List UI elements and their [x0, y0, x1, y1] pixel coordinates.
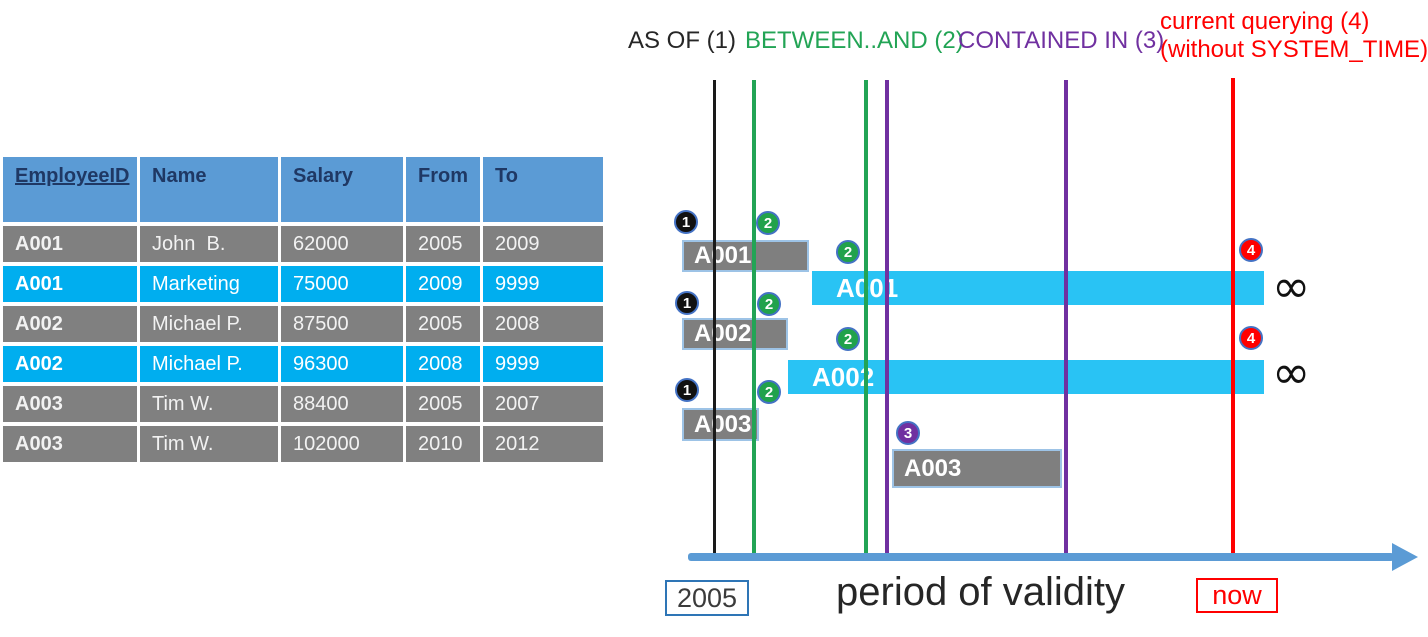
- badge-4-icon: 4: [1239, 238, 1263, 262]
- between-start-line: [752, 80, 756, 556]
- column-header-to: To: [483, 157, 603, 222]
- bar-a002-current: A002: [788, 360, 1264, 394]
- legend-as-of: AS OF (1): [628, 27, 737, 54]
- table-cell: 2008: [483, 306, 603, 342]
- legend-current-querying-line1: current querying (4): [1160, 8, 1370, 35]
- table-cell: 2005: [406, 386, 480, 422]
- badge-2-icon: 2: [757, 292, 781, 316]
- table-cell: John B.: [140, 226, 278, 262]
- legend-current-querying-line2: (without SYSTEM_TIME): [1160, 36, 1428, 63]
- table-cell: 96300: [281, 346, 403, 382]
- table-cell: A001: [3, 266, 137, 302]
- axis-label: period of validity: [836, 570, 1126, 614]
- column-header-name: Name: [140, 157, 278, 222]
- badge-3-icon: 3: [896, 421, 920, 445]
- table-cell: 9999: [483, 266, 603, 302]
- table-cell: 2009: [483, 226, 603, 262]
- column-header-employeeid: EmployeeID: [3, 157, 137, 222]
- legend-current-querying: current querying (4) (without SYSTEM_TIM…: [1160, 8, 1428, 64]
- year-2005-box: 2005: [665, 580, 749, 616]
- between-end-line: [864, 80, 868, 556]
- bar-a001-current: A001: [812, 271, 1264, 305]
- column-header-salary: Salary: [281, 157, 403, 222]
- contained-in-end-line: [1064, 80, 1068, 556]
- table-cell: Tim W.: [140, 426, 278, 462]
- table-cell: Marketing: [140, 266, 278, 302]
- bar-a003-history-2: A003: [892, 449, 1062, 488]
- table-cell: 88400: [281, 386, 403, 422]
- bar-a002-history: A002: [682, 318, 788, 350]
- badge-4-icon: 4: [1239, 326, 1263, 350]
- badge-1-icon: 1: [674, 210, 698, 234]
- table-cell: 2007: [483, 386, 603, 422]
- legend-contained-in: CONTAINED IN (3): [958, 27, 1165, 54]
- now-line: [1231, 78, 1235, 556]
- table-cell: A002: [3, 346, 137, 382]
- table-cell: 2009: [406, 266, 480, 302]
- table-cell: 2005: [406, 226, 480, 262]
- table-cell: A003: [3, 386, 137, 422]
- bar-a001-history: A001: [682, 240, 809, 272]
- badge-2-icon: 2: [756, 211, 780, 235]
- table-cell: 102000: [281, 426, 403, 462]
- table-cell: 2008: [406, 346, 480, 382]
- table-cell: 2010: [406, 426, 480, 462]
- table-cell: 75000: [281, 266, 403, 302]
- badge-1-icon: 1: [675, 291, 699, 315]
- column-header-from: From: [406, 157, 480, 222]
- table-cell: Michael P.: [140, 346, 278, 382]
- bar-a003-history-1: A003: [682, 408, 759, 441]
- table-cell: Michael P.: [140, 306, 278, 342]
- table-cell: 9999: [483, 346, 603, 382]
- legend-between-and: BETWEEN..AND (2): [745, 27, 964, 54]
- badge-2-icon: 2: [757, 380, 781, 404]
- badge-2-icon: 2: [836, 327, 860, 351]
- now-box: now: [1196, 578, 1278, 613]
- table-cell: A003: [3, 426, 137, 462]
- table-cell: 87500: [281, 306, 403, 342]
- employee-table: EmployeeID Name Salary From To A001 John…: [3, 157, 603, 462]
- table-cell: A002: [3, 306, 137, 342]
- timeline-axis: [688, 553, 1394, 561]
- badge-2-icon: 2: [836, 240, 860, 264]
- infinity-icon: ∞: [1272, 259, 1311, 313]
- table-cell: Tim W.: [140, 386, 278, 422]
- table-cell: A001: [3, 226, 137, 262]
- table-cell: 2005: [406, 306, 480, 342]
- contained-in-start-line: [885, 80, 889, 556]
- table-cell: 62000: [281, 226, 403, 262]
- timeline-arrowhead-icon: [1392, 543, 1418, 571]
- as-of-line: [713, 80, 716, 556]
- badge-1-icon: 1: [675, 378, 699, 402]
- infinity-icon: ∞: [1272, 345, 1311, 399]
- table-cell: 2012: [483, 426, 603, 462]
